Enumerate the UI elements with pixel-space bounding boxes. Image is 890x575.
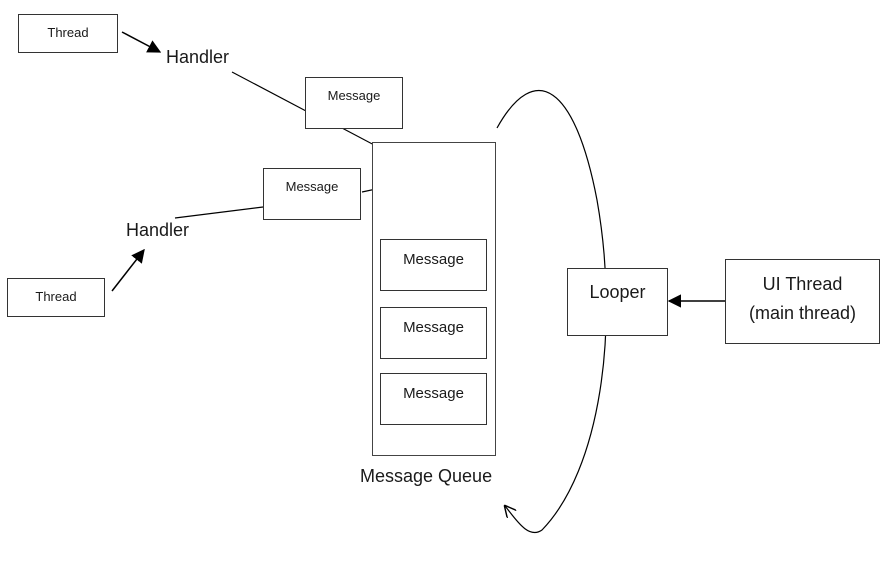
message-box-mid-label: Message [285,179,339,194]
looper-label: Looper [589,282,646,302]
queue-message-label-1: Message [403,251,464,268]
connector-handler-to-message-top [231,71,307,112]
arrow-thread-to-handler-top [121,31,162,53]
queue-message-box-2: Message [380,307,487,359]
message-queue-label: Message Queue [360,466,493,486]
thread-box-top: Thread [18,14,118,53]
queue-message-label-2: Message [403,319,464,336]
message-box-mid: Message [263,168,361,220]
message-box-top-label: Message [327,88,381,103]
thread-box-bottom-label: Thread [35,289,77,304]
queue-message-box-1: Message [380,239,487,291]
ui-thread-label-line1: UI Thread [762,274,843,294]
looper-box: Looper [567,268,668,336]
handler-label-bottom: Handler [126,220,190,240]
queue-message-label-3: Message [403,385,464,402]
arrow-thread-to-handler-bottom [111,248,145,292]
ui-thread-label-line2: (main thread) [748,303,857,323]
ui-thread-box: UI Thread (main thread) [725,259,880,344]
queue-message-box-3: Message [380,373,487,425]
message-box-top: Message [305,77,403,129]
handler-label-top: Handler [166,47,230,67]
thread-box-top-label: Thread [47,25,89,40]
connector-handler-to-message-mid [174,206,264,219]
thread-box-bottom: Thread [7,278,105,317]
